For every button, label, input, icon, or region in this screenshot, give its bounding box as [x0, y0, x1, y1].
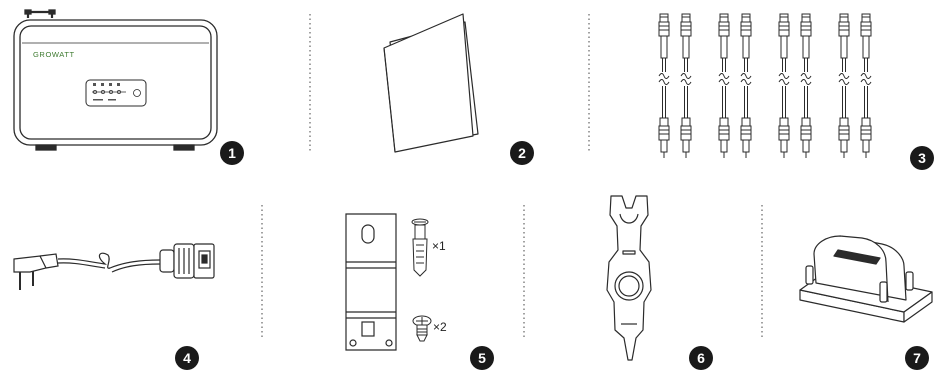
bolt-screw [412, 315, 432, 342]
badge-3-label: 3 [918, 150, 926, 166]
pv-connector-pair-1 [658, 13, 692, 158]
terminal-cover-illustration [799, 235, 933, 323]
dividers [261, 14, 763, 340]
badge-7-label: 7 [913, 350, 921, 366]
number-badges: 1 2 3 4 5 6 7 [175, 141, 934, 370]
badge-4-label: 4 [183, 350, 191, 366]
badge-7: 7 [905, 346, 929, 370]
screw-bottom-quantity: ×2 [433, 320, 447, 334]
pv-connector-pair-4 [838, 13, 872, 158]
badge-2: 2 [510, 141, 534, 165]
badge-4: 4 [175, 346, 199, 370]
badge-5-label: 5 [478, 350, 486, 366]
badge-1-label: 1 [228, 145, 236, 161]
power-cable-illustration [13, 243, 215, 290]
wall-anchor-screw [411, 218, 429, 277]
mounting-bracket-illustration [345, 213, 397, 351]
pv-connector-pair-2 [718, 13, 752, 158]
manual-illustration [383, 13, 479, 153]
connector-wrench-illustration [606, 195, 652, 361]
brand-logo: GROWATT [33, 50, 75, 59]
badge-6-label: 6 [697, 350, 705, 366]
screw-top-quantity: ×1 [432, 239, 446, 253]
pv-connector-pair-3 [778, 13, 812, 158]
badge-1: 1 [220, 141, 244, 165]
badge-3: 3 [910, 146, 934, 170]
badge-2-label: 2 [518, 145, 526, 161]
badge-6: 6 [689, 346, 713, 370]
pv-connectors-illustration [658, 13, 872, 158]
inverter-illustration [13, 9, 218, 151]
badge-5: 5 [470, 346, 494, 370]
